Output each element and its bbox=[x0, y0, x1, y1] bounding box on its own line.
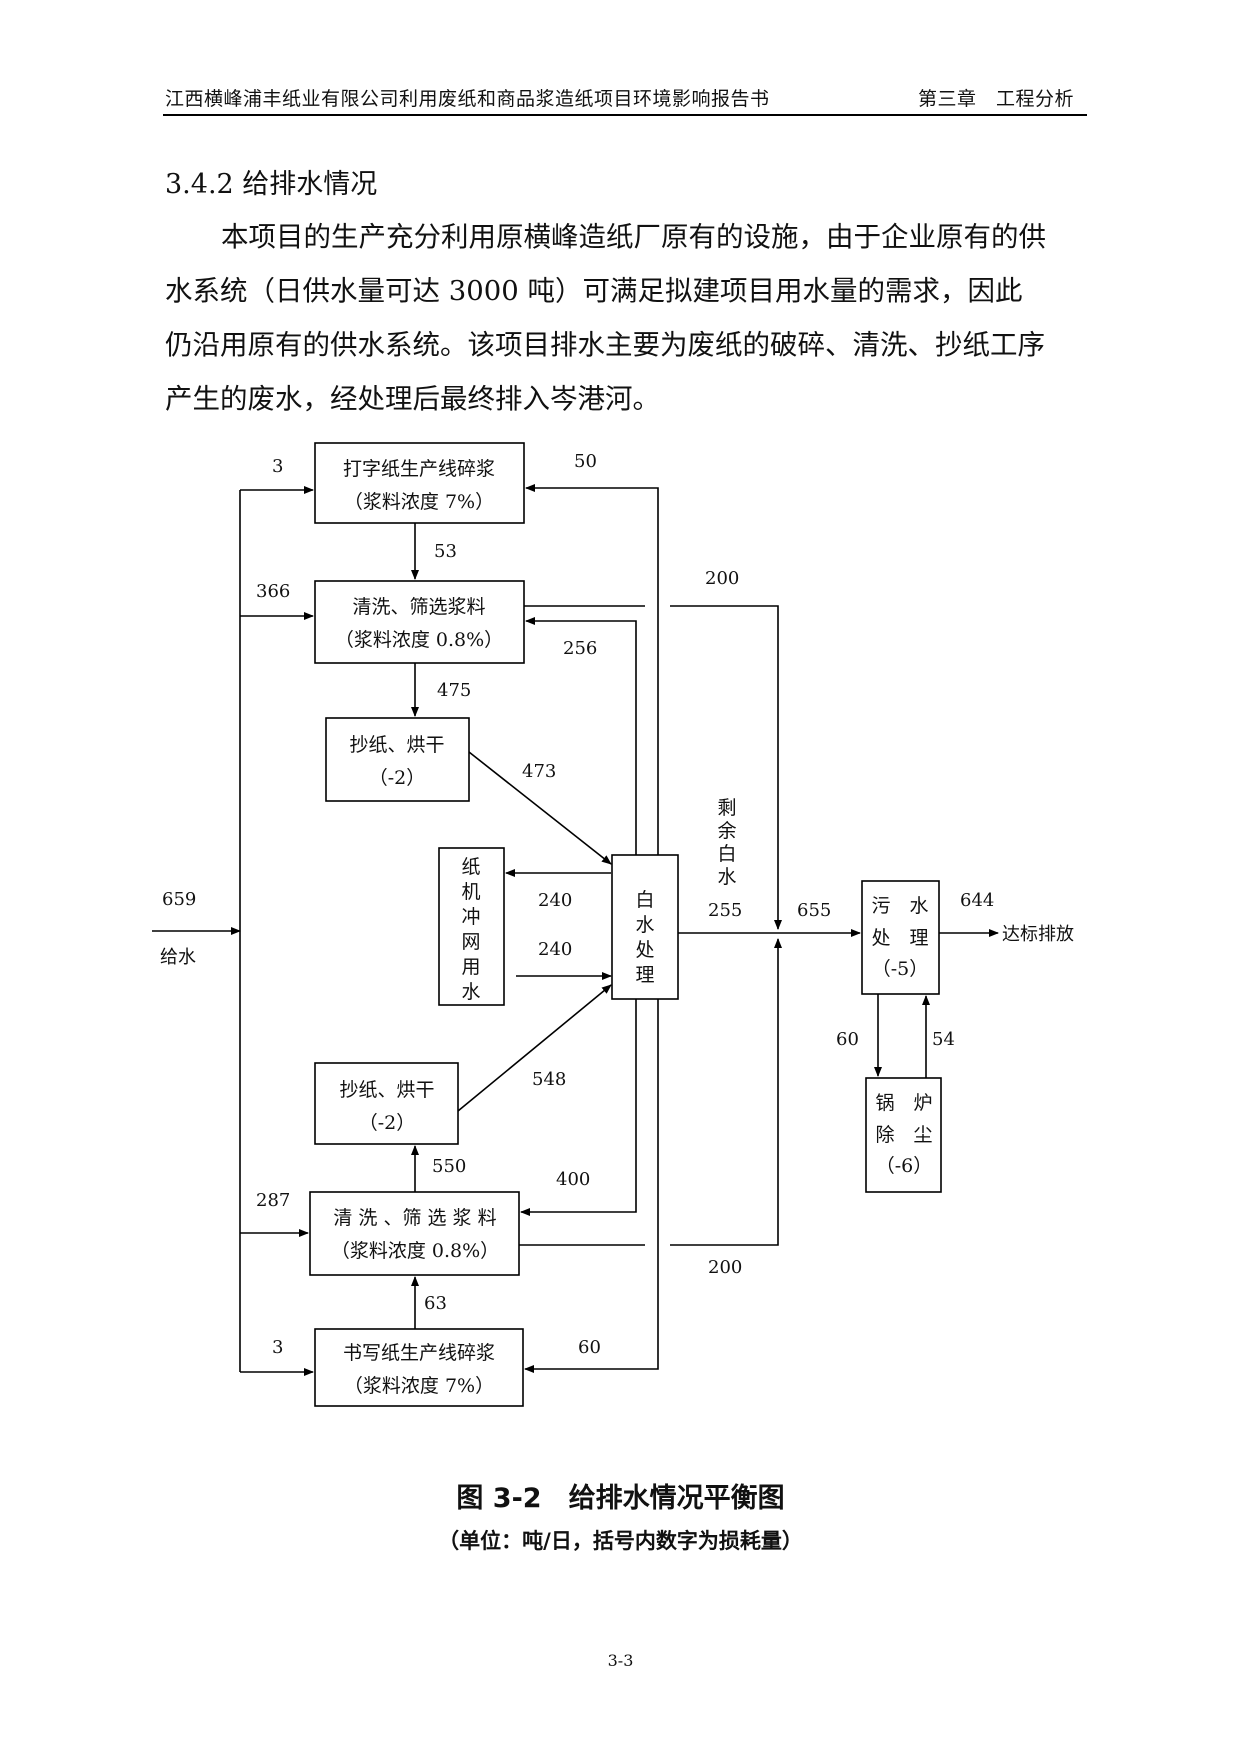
box-white-water bbox=[611, 854, 679, 1000]
value-wash-to-paper: 475 bbox=[437, 680, 471, 701]
flow-ww-to-typing bbox=[525, 484, 659, 855]
box-boiler bbox=[865, 1077, 942, 1193]
label-net-wash-3: 冲 bbox=[461, 906, 480, 928]
header-left: 江西横峰浦丰纸业有限公司利用废纸和商品浆造纸项目环境影响报告书 bbox=[165, 88, 770, 110]
label-boiler-1: 锅 炉 bbox=[875, 1092, 932, 1114]
label-paper-lower-2: （-2） bbox=[359, 1112, 416, 1134]
figure-caption: 图 3-2 给排水情况平衡图 bbox=[456, 1483, 785, 1514]
value-ww-to-wash-upper: 256 bbox=[563, 638, 597, 659]
label-net-wash-5: 用 bbox=[461, 956, 480, 978]
flow-wash-upper-out-b bbox=[670, 605, 782, 930]
label-white-water-4: 理 bbox=[635, 964, 654, 986]
label-paper-upper-2: （-2） bbox=[369, 767, 426, 789]
value-paper-lower-to-ww: 548 bbox=[532, 1069, 566, 1090]
label-surplus-4: 水 bbox=[717, 866, 736, 888]
value-wash-lower-to-paper: 550 bbox=[432, 1156, 466, 1177]
value-to-wash-lower: 287 bbox=[256, 1190, 290, 1211]
flow-ww-to-wash-upper bbox=[525, 617, 637, 855]
label-pulp-writing-1: 书写纸生产线碎浆 bbox=[343, 1342, 495, 1364]
value-to-writing: 3 bbox=[272, 1337, 283, 1358]
value-ww-to-wash-lower: 400 bbox=[556, 1169, 590, 1190]
box-wastewater bbox=[861, 880, 940, 995]
label-pulp-typing-2: （浆料浓度 7%） bbox=[344, 491, 494, 513]
value-to-wash-upper: 366 bbox=[256, 581, 290, 602]
value-to-boiler: 60 bbox=[836, 1029, 859, 1050]
label-pulp-writing-2: （浆料浓度 7%） bbox=[344, 1375, 494, 1397]
label-pulp-typing-1: 打字纸生产线碎浆 bbox=[343, 458, 495, 480]
value-ww-to-typing: 50 bbox=[574, 451, 597, 472]
label-net-wash-6: 水 bbox=[461, 981, 480, 1003]
label-discharge: 达标排放 bbox=[1002, 924, 1074, 945]
box-paper-dry-lower bbox=[314, 1062, 459, 1145]
flow-ww-to-writing bbox=[524, 999, 659, 1373]
value-discharge: 644 bbox=[960, 890, 994, 911]
label-net-wash-4: 网 bbox=[461, 931, 480, 953]
section-title: 3.4.2 给排水情况 bbox=[165, 169, 378, 200]
value-to-typing: 3 bbox=[272, 456, 283, 477]
label-paper-upper-1: 抄纸、烘干 bbox=[349, 734, 444, 756]
value-typing-to-wash: 53 bbox=[434, 541, 457, 562]
paragraph-line: 本项目的生产充分利用原横峰造纸厂原有的设施，由于企业原有的供 bbox=[221, 221, 1046, 253]
paragraph-line: 仍沿用原有的供水系统。该项目排水主要为废纸的破碎、清洗、抄纸工序 bbox=[165, 329, 1045, 361]
paragraph-line: 产生的废水，经处理后最终排入岑港河。 bbox=[165, 383, 660, 415]
value-merged: 655 bbox=[797, 900, 831, 921]
value-surplus: 255 bbox=[708, 900, 742, 921]
label-net-wash-2: 机 bbox=[461, 881, 480, 903]
box-pulp-writing bbox=[314, 1328, 524, 1407]
label-net-wash-1: 纸 bbox=[461, 856, 480, 878]
label-wastewater-3: （-5） bbox=[872, 958, 929, 980]
box-pulp-typing bbox=[314, 442, 525, 524]
body-paragraph: 本项目的生产充分利用原横峰造纸厂原有的设施，由于企业原有的供 水系统（日供水量可… bbox=[165, 210, 1090, 426]
label-white-water-3: 处 bbox=[635, 939, 654, 961]
label-wash-upper-1: 清洗、筛选浆料 bbox=[352, 596, 485, 618]
label-wash-lower-1: 清 洗 、筛 选 浆 料 bbox=[333, 1207, 496, 1229]
label-boiler-2: 除 尘 bbox=[875, 1124, 932, 1146]
value-wash-lower-out: 200 bbox=[708, 1257, 742, 1278]
label-wash-lower-2: （浆料浓度 0.8%） bbox=[331, 1240, 499, 1262]
figure-note: （单位：吨/日，括号内数字为损耗量） bbox=[438, 1529, 803, 1553]
value-writing-to-wash: 63 bbox=[424, 1293, 447, 1314]
box-wash-lower bbox=[309, 1191, 520, 1276]
flow-paper-to-ww bbox=[468, 751, 612, 865]
label-wastewater-1: 污 水 bbox=[871, 895, 928, 917]
value-wash-upper-out: 200 bbox=[705, 568, 739, 589]
label-white-water-2: 水 bbox=[635, 914, 654, 936]
value-paper-to-ww: 473 bbox=[522, 761, 556, 782]
box-paper-dry-upper bbox=[325, 717, 470, 802]
label-boiler-3: （-6） bbox=[876, 1155, 933, 1177]
box-wash-upper bbox=[314, 580, 525, 664]
label-surplus-1: 剩 bbox=[717, 797, 736, 819]
value-from-boiler: 54 bbox=[932, 1029, 955, 1050]
header-right: 第三章 工程分析 bbox=[918, 88, 1075, 110]
value-ww-to-net: 240 bbox=[538, 890, 572, 911]
label-surplus-2: 余 bbox=[717, 820, 736, 842]
paragraph-line: 水系统（日供水量可达 3000 吨）可满足拟建项目用水量的需求，因此 bbox=[165, 275, 1023, 307]
label-wash-upper-2: （浆料浓度 0.8%） bbox=[335, 629, 503, 651]
header-rule bbox=[163, 114, 1087, 116]
label-wastewater-2: 处 理 bbox=[871, 927, 928, 949]
value-ww-to-writing: 60 bbox=[578, 1337, 601, 1358]
flow-wash-lower-out-b bbox=[670, 938, 782, 1246]
value-supply-total: 659 bbox=[162, 889, 196, 910]
flow-ww-to-wash-lower bbox=[520, 999, 637, 1216]
label-supply: 给水 bbox=[160, 947, 196, 968]
label-paper-lower-1: 抄纸、烘干 bbox=[339, 1079, 434, 1101]
flow-paper-lower-to-ww bbox=[457, 984, 612, 1112]
label-surplus-3: 白 bbox=[717, 843, 736, 865]
value-net-to-ww: 240 bbox=[538, 939, 572, 960]
box-net-wash bbox=[438, 847, 505, 1006]
page-number: 3-3 bbox=[607, 1651, 634, 1670]
label-white-water-1: 白 bbox=[635, 889, 654, 911]
